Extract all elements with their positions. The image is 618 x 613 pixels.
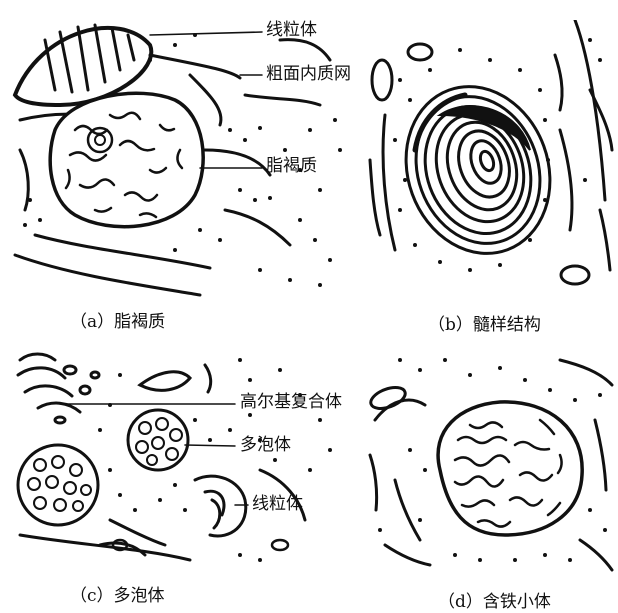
panel-d-granule-texture [455,420,562,527]
panel-c-multivesicular-body-small [128,410,188,470]
panel-c-leader-mvb [185,445,235,446]
label-golgi-complex: 高尔基复合体 [240,394,342,411]
panel-c-multivesicular-body-large [18,445,98,525]
label-mitochondria-c: 线粒体 [252,496,303,513]
panel-c-golgi-complex [18,354,99,423]
caption-panel-c: （c）多泡体 [70,588,165,605]
caption-panel-a: （a）脂褐质 [70,314,165,331]
panel-a-rough-er [150,55,240,78]
panel-d-siderosome-micrograph [368,358,612,570]
label-lipofuscin: 脂褐质 [266,158,317,175]
label-mitochondria-a: 线粒体 [266,22,317,39]
caption-panel-b: （b）髓样结构 [428,317,541,334]
panel-b-concentric-lamellae [383,66,573,274]
panel-c-multivesicular-body-micrograph [18,354,332,562]
panel-c-mitochondrion [195,476,246,536]
panel-b-myelin-figure-micrograph [370,20,612,284]
panel-a-leader-mitochondria [150,32,262,35]
label-rough-er: 粗面内质网 [266,66,351,83]
label-multivesicular-body: 多泡体 [240,437,291,454]
caption-panel-d: （d）含铁小体 [438,594,551,611]
panel-a-mitochondrion-cristae [45,25,134,92]
